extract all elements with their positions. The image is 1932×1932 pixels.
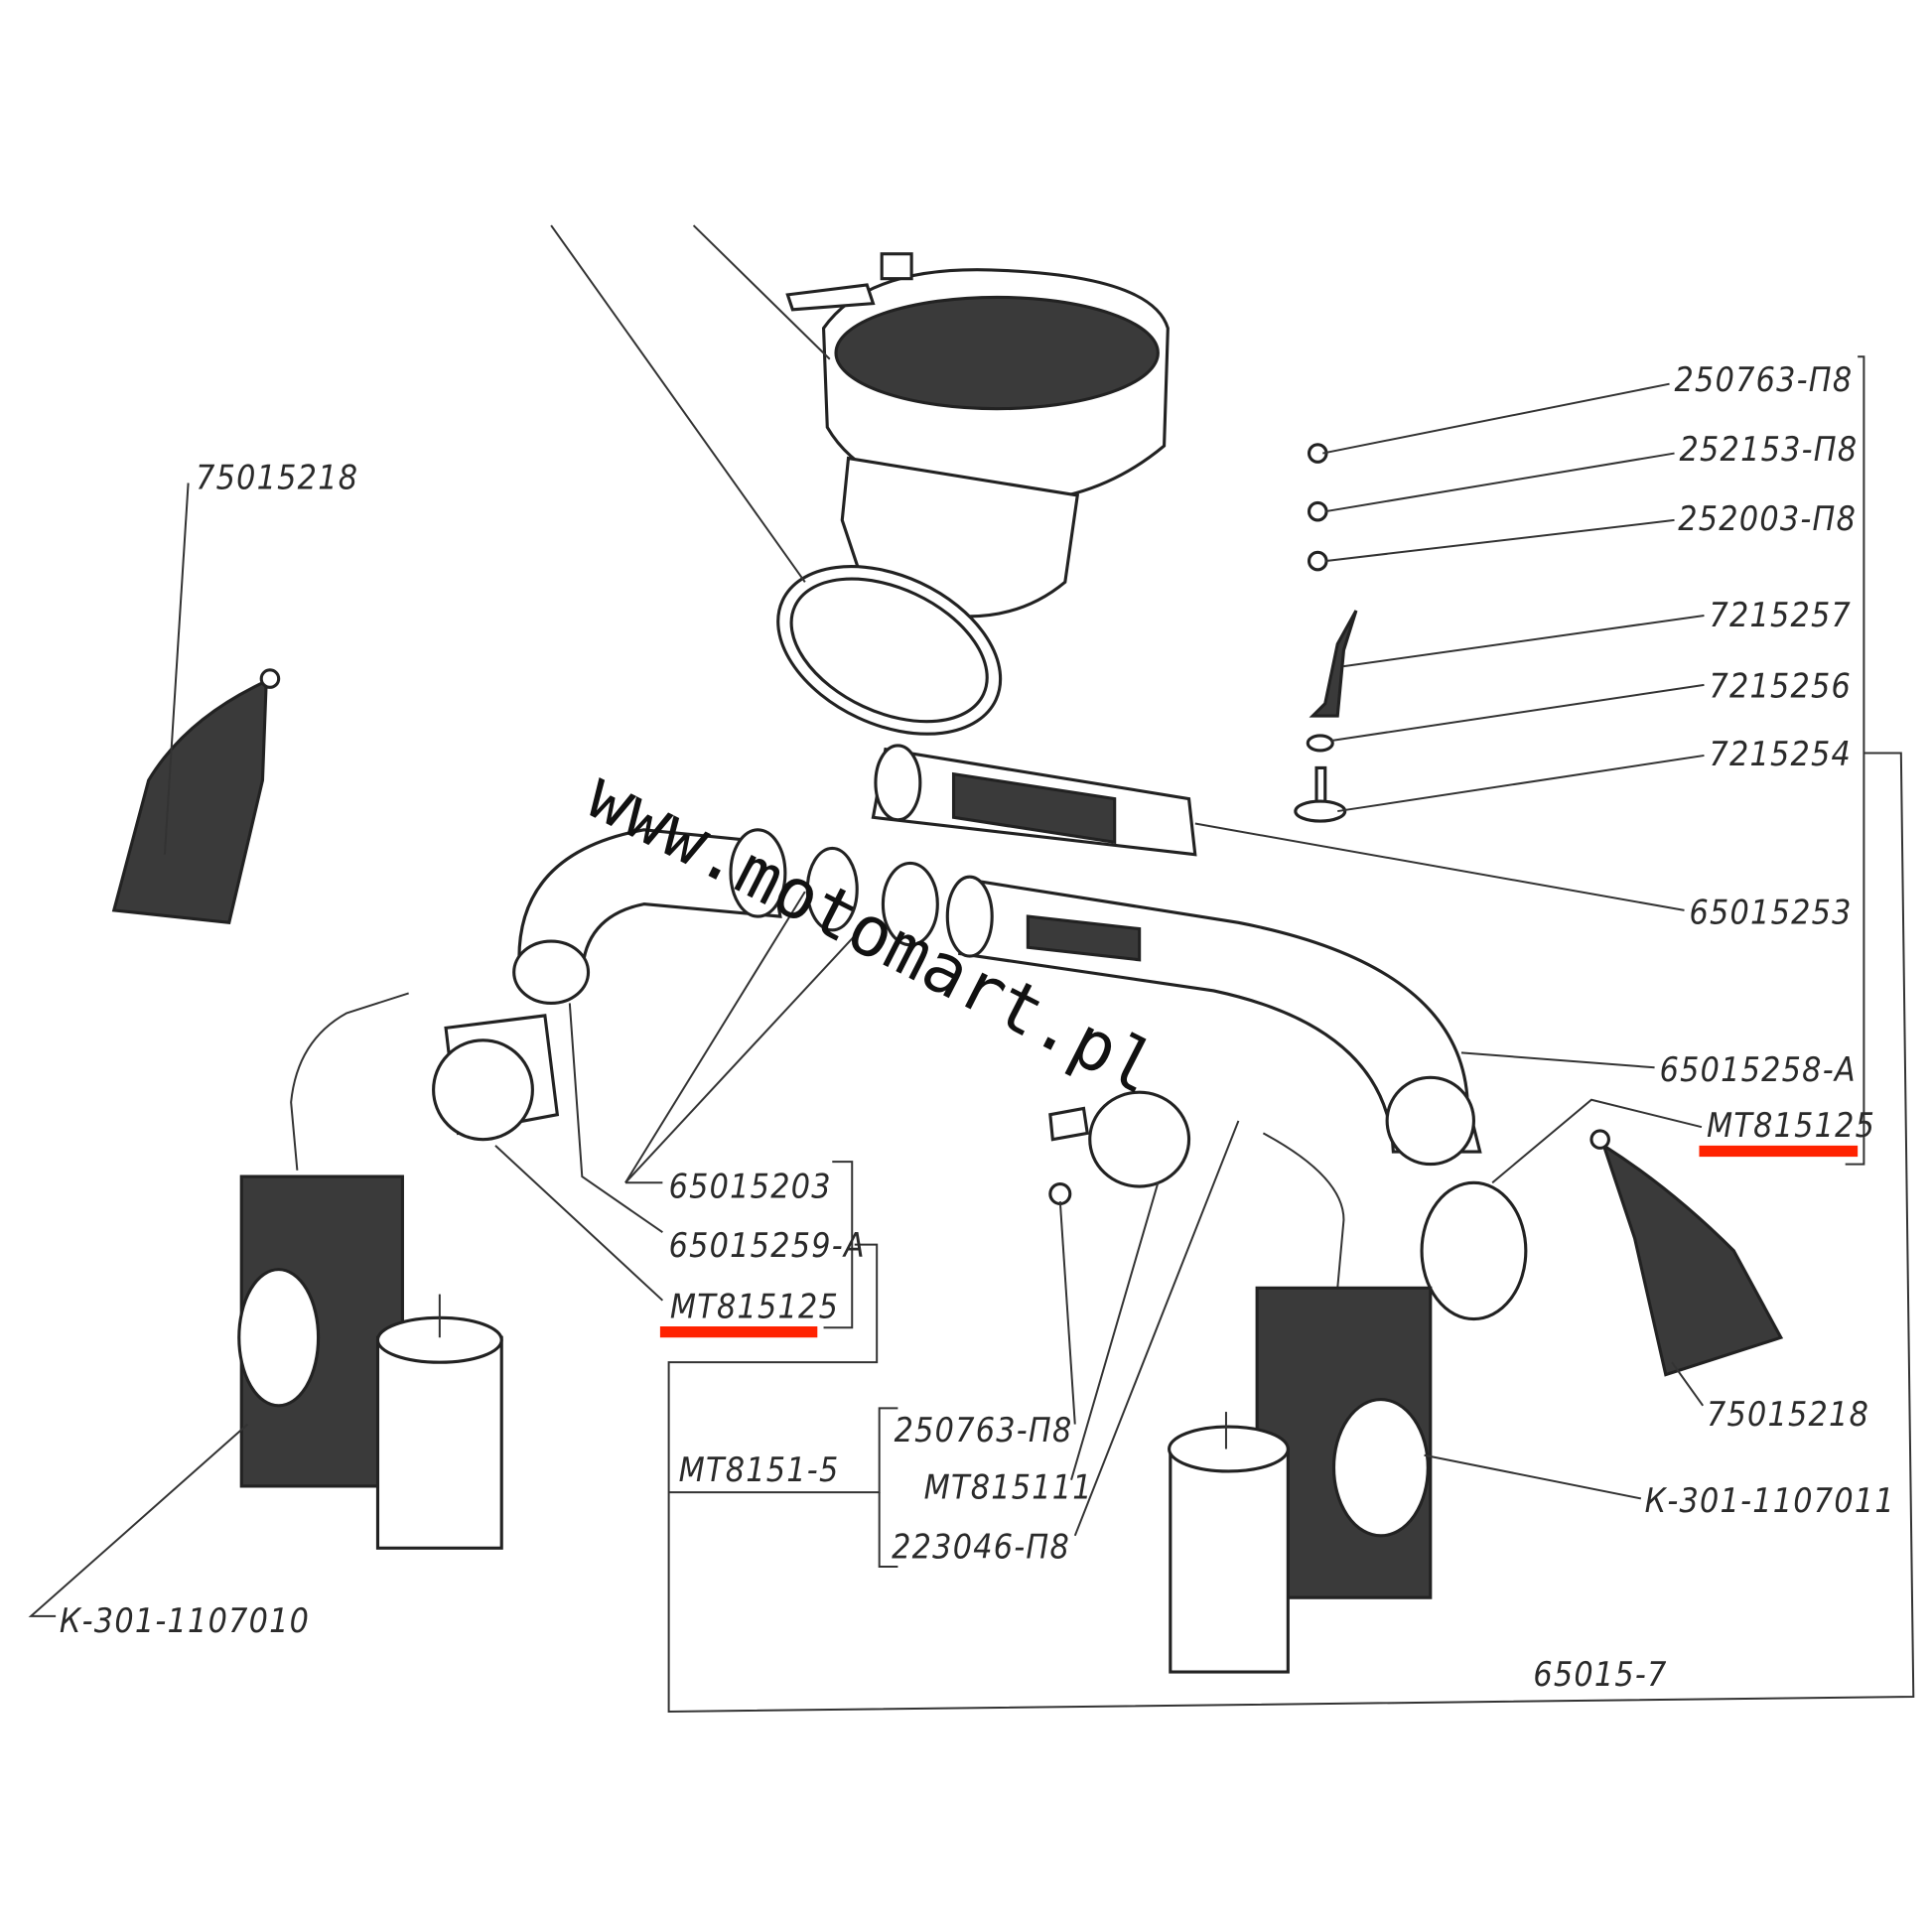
label-cover-right: 75015218 [1707,1395,1869,1434]
left-pipe-part [432,828,939,1142]
label-screw: 7215254 [1709,735,1852,773]
carburetor-right-part [1168,1132,1433,1674]
label-nut-clamp: 250763-П8 [895,1411,1073,1449]
label-carb-right: К-301-1107011 [1645,1481,1895,1520]
label-clamp: MT815111 [924,1467,1093,1506]
air-filter-part [776,252,1170,736]
label-nut-top: 250763-П8 [1675,360,1854,399]
label-washer-small: 7215256 [1709,666,1852,705]
sleeve-part [871,744,1197,857]
label-hose-right: MT815125 [1707,1106,1875,1145]
right-pipe-part [945,875,1528,1321]
cover-left-tip [259,668,281,689]
clamp-part [1048,1090,1191,1206]
label-ring: 65015203 [669,1167,832,1205]
cover-right-part [1600,1142,1784,1377]
leader-lines [28,224,1915,1713]
label-assembly-total: 65015-7 [1533,1655,1667,1694]
label-hose-left: MT815125 [670,1287,839,1325]
label-carb-left: К-301-1107010 [60,1601,310,1640]
carburetor-left-part [237,992,503,1550]
cover-left-part [111,678,268,925]
highlight-underline-left [659,1326,818,1338]
label-sleeve: 65015253 [1690,894,1853,932]
label-pipe-right: 65015258-А [1660,1050,1857,1089]
label-pipe-left: 65015259-А [669,1226,866,1265]
label-bolt-clamp: 223046-П8 [892,1527,1070,1566]
label-assembly-left: MT8151-5 [679,1450,840,1489]
hardware-parts [1294,443,1358,823]
highlight-underline-right [1699,1145,1859,1158]
label-lever: 7215257 [1709,596,1852,634]
label-cover-left: 75015218 [196,459,358,497]
cover-right-tip [1589,1129,1610,1150]
label-washer-flat: 252003-П8 [1678,499,1857,538]
label-washer-spring: 252153-П8 [1680,430,1859,469]
